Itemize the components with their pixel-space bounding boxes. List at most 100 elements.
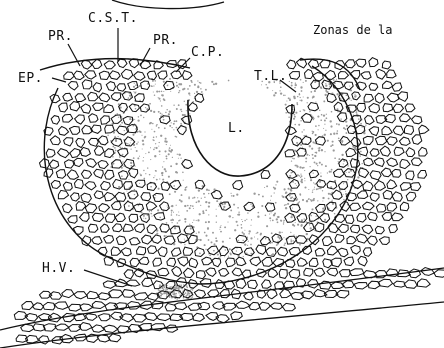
- cell: [197, 271, 206, 279]
- stipple-dot: [194, 197, 196, 199]
- stipple-dot: [338, 161, 339, 162]
- cell: [86, 159, 97, 168]
- stipple-dot: [308, 199, 309, 200]
- stipple-dot: [248, 233, 249, 234]
- stipple-dot: [162, 174, 164, 176]
- stipple-dot: [345, 191, 346, 192]
- cell: [178, 257, 189, 266]
- cell: [148, 293, 159, 300]
- stipple-dot: [128, 179, 129, 180]
- stipple-dot: [293, 225, 295, 227]
- stipple-dot: [354, 94, 355, 95]
- stipple-dot: [211, 81, 213, 83]
- cell: [392, 192, 402, 201]
- stipple-dot: [238, 240, 239, 241]
- cell: [315, 223, 324, 232]
- stipple-dot: [298, 124, 300, 126]
- cell: [80, 147, 90, 156]
- cell: [358, 256, 367, 266]
- stipple-dot: [220, 226, 222, 228]
- stipple-dot: [337, 111, 338, 112]
- cell: [357, 103, 366, 112]
- stipple-dot: [118, 186, 120, 188]
- cell: [98, 293, 111, 300]
- stipple-dot: [301, 131, 302, 132]
- stipple-dot: [253, 193, 255, 195]
- cell: [75, 179, 84, 188]
- cell: [338, 248, 348, 257]
- cell: [137, 247, 146, 255]
- stipple-dot: [311, 208, 313, 210]
- stipple-dot: [257, 232, 259, 234]
- stipple-dot: [347, 165, 349, 167]
- stipple-dot: [304, 186, 306, 188]
- stipple-dot: [176, 108, 178, 110]
- stipple-dot: [177, 222, 179, 224]
- stipple-dot: [307, 97, 309, 99]
- stipple-dot: [290, 216, 292, 218]
- stipple-dot: [173, 123, 175, 125]
- stipple-dot: [204, 232, 206, 234]
- cell: [74, 71, 85, 80]
- cell: [327, 246, 337, 255]
- stipple-dot: [296, 185, 297, 186]
- stipple-dot: [299, 93, 300, 94]
- leader-line: [140, 48, 150, 66]
- stipple-dot: [180, 109, 182, 111]
- cell: [216, 315, 229, 323]
- stipple-dot: [324, 151, 325, 152]
- stipple-dot: [306, 221, 308, 223]
- cell: [122, 290, 135, 298]
- cell: [256, 245, 266, 254]
- stipple-dot: [163, 161, 164, 162]
- stipple-dot: [326, 117, 328, 119]
- cell: [94, 146, 104, 156]
- cell: [177, 126, 186, 135]
- stipple-dot: [184, 244, 185, 245]
- cell: [160, 224, 170, 232]
- cell: [139, 257, 149, 265]
- stipple-dot: [203, 193, 205, 195]
- stipple-dot: [266, 225, 268, 227]
- stipple-dot: [220, 231, 222, 233]
- cell: [172, 267, 182, 277]
- stipple-dot: [360, 123, 362, 125]
- stipple-dot: [310, 227, 312, 229]
- stipple-dot: [275, 92, 277, 94]
- cell: [328, 223, 338, 233]
- stipple-dot: [229, 248, 231, 250]
- stipple-dot: [155, 80, 157, 82]
- cell: [380, 146, 390, 156]
- stipple-dot: [178, 104, 180, 106]
- stipple-dot: [163, 288, 165, 290]
- stipple-dot: [184, 218, 186, 220]
- stipple-dot: [332, 200, 333, 201]
- stipple-dot: [275, 202, 277, 204]
- stipple-dot: [236, 250, 237, 251]
- cell: [361, 72, 371, 79]
- stipple-dot: [358, 118, 360, 120]
- cell: [158, 247, 167, 257]
- stipple-dot: [256, 233, 257, 234]
- cell: [400, 114, 411, 122]
- stipple-dot: [224, 202, 226, 204]
- stipple-dot: [315, 216, 316, 217]
- stipple-dot: [246, 252, 248, 254]
- stipple-dot: [152, 80, 154, 82]
- stipple-dot: [227, 222, 228, 223]
- stipple-dot: [158, 146, 159, 147]
- cell: [115, 192, 126, 201]
- cell: [334, 102, 343, 111]
- cell: [434, 270, 444, 277]
- stipple-dot: [314, 187, 315, 188]
- cell: [130, 258, 139, 266]
- stipple-dot: [155, 195, 156, 196]
- stipple-dot: [293, 234, 294, 235]
- stipple-dot: [359, 155, 360, 156]
- stipple-dot: [298, 202, 300, 204]
- stipple-dot: [115, 150, 117, 152]
- stipple-dot: [300, 177, 301, 178]
- cell: [117, 126, 128, 135]
- stipple-dot: [242, 240, 244, 242]
